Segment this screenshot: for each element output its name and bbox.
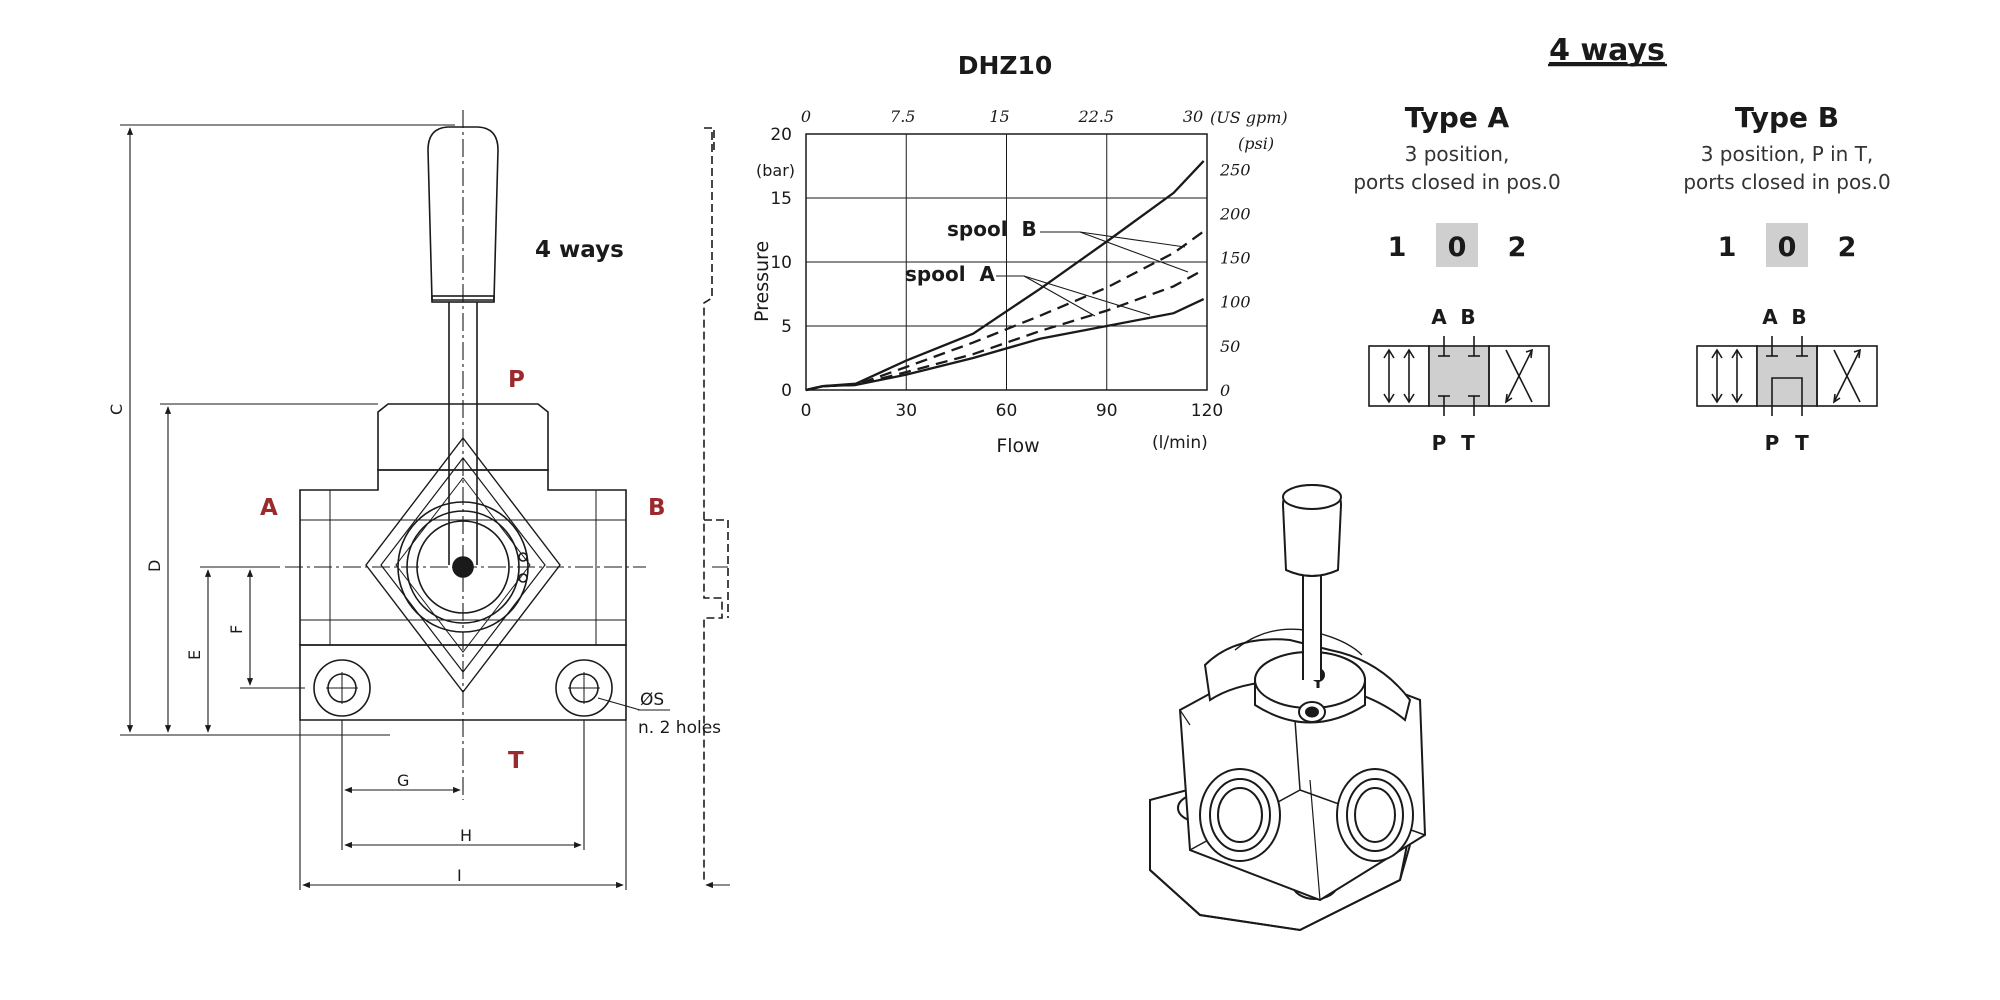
secondary-y-tick-label: 200 [1219, 204, 1251, 223]
dim-i-label: I [457, 866, 462, 885]
type-b-block: Type B 3 position, P in T, ports closed … [1683, 101, 1890, 455]
dim-f-label: F [227, 625, 246, 634]
annotation-spool-b: spool B [947, 217, 1037, 241]
type-b-pos1: 1 [1718, 232, 1737, 263]
secondary-y-tick-label: 0 [1220, 381, 1230, 400]
type-a-pos2: 2 [1508, 232, 1527, 263]
type-a-port-t: T [1461, 431, 1475, 455]
x-tick-label: 120 [1191, 401, 1223, 421]
ways-legend-panel: 4 ways Type A 3 position, ports closed i… [1353, 33, 1890, 455]
x-axis-unit: (l/min) [1152, 433, 1208, 453]
y-tick-label: 15 [770, 189, 792, 209]
secondary-x-tick-label: 22.5 [1077, 107, 1114, 126]
x-axis-label: Flow [996, 435, 1039, 457]
secondary-y-tick-label: 50 [1220, 337, 1240, 356]
y-tick-label: 0 [781, 381, 792, 401]
type-a-port-a: A [1431, 305, 1447, 329]
x-tick-label: 90 [1096, 401, 1118, 421]
port-p-label: P [508, 367, 525, 393]
y-tick-label: 5 [781, 317, 792, 337]
type-a-desc-1: 3 position, [1405, 142, 1510, 166]
holes-label: n. 2 holes [638, 718, 721, 738]
type-a-symbol [1368, 336, 1550, 416]
secondary-y-tick-label: 100 [1220, 293, 1251, 312]
secondary-y-tick-label: 250 [1219, 160, 1251, 179]
type-b-title: Type B [1735, 101, 1839, 134]
type-a-port-p: P [1432, 431, 1447, 455]
series-line-3 [805, 230, 1205, 392]
secondary-y-unit: (psi) [1238, 134, 1274, 153]
port-t-label: T [508, 748, 524, 774]
handle-knob [427, 126, 499, 301]
secondary-x-tick-label: 0 [801, 107, 811, 126]
y-axis-unit: (bar) [756, 161, 795, 180]
dim-c-label: C [107, 404, 126, 415]
port-a-label: A [260, 495, 278, 521]
dim-g-label: G [397, 771, 409, 790]
secondary-y-tick-label: 150 [1220, 249, 1251, 268]
x-tick-label: 60 [996, 401, 1018, 421]
x-tick-label: 30 [895, 401, 917, 421]
type-b-pos0: 0 [1778, 232, 1797, 263]
ways-label: 4 ways [535, 237, 624, 263]
type-b-port-t: T [1795, 431, 1809, 455]
type-a-pos1: 1 [1388, 232, 1407, 263]
port-b-label: B [648, 495, 666, 521]
drawing-labels: 4 ways P A B T C D E F G H I ØS n. 2 hol… [107, 237, 721, 885]
type-b-pos0-highlight [1766, 223, 1808, 267]
type-b-port-a: A [1762, 305, 1778, 329]
type-a-title: Type A [1405, 101, 1510, 134]
dim-s-label: ØS [640, 690, 664, 710]
annotation-leaders [996, 231, 1189, 317]
annotation-spool-a: spool A [905, 262, 995, 286]
type-a-pos0-highlight [1436, 223, 1478, 267]
y-tick-label: 20 [770, 125, 792, 145]
chart-series-group [805, 160, 1205, 392]
secondary-x-unit: (US gpm) [1210, 108, 1288, 127]
secondary-x-tick-label: 7.5 [890, 107, 915, 126]
valve-side-view [703, 127, 729, 882]
chart-title: DHZ10 [958, 51, 1053, 80]
type-a-block: Type A 3 position, ports closed in pos.0… [1353, 101, 1560, 455]
legend-title: 4 ways [1549, 33, 1665, 68]
chart-grid [805, 133, 1208, 391]
dim-h-label: H [460, 826, 472, 845]
type-a-pos0: 0 [1448, 232, 1467, 263]
type-b-pos2: 2 [1838, 232, 1857, 263]
dim-e-label: E [185, 650, 204, 660]
y-tick-label: 10 [770, 253, 792, 273]
series-line-4 [805, 160, 1205, 392]
secondary-x-tick-label: 30 [1183, 107, 1203, 126]
type-b-symbol [1696, 336, 1878, 416]
type-a-port-b: B [1460, 305, 1475, 329]
type-b-desc-2: ports closed in pos.0 [1683, 170, 1890, 194]
type-b-port-b: B [1791, 305, 1806, 329]
secondary-x-tick-label: 15 [989, 107, 1009, 126]
x-tick-label: 0 [801, 401, 812, 421]
type-b-port-p: P [1765, 431, 1780, 455]
valve-isometric-drawing [1149, 483, 1427, 932]
dim-d-label: D [145, 560, 164, 572]
type-b-desc-1: 3 position, P in T, [1701, 142, 1874, 166]
type-a-desc-2: ports closed in pos.0 [1353, 170, 1560, 194]
valve-front-drawing [120, 110, 730, 890]
y-axis-label: Pressure [751, 241, 773, 322]
